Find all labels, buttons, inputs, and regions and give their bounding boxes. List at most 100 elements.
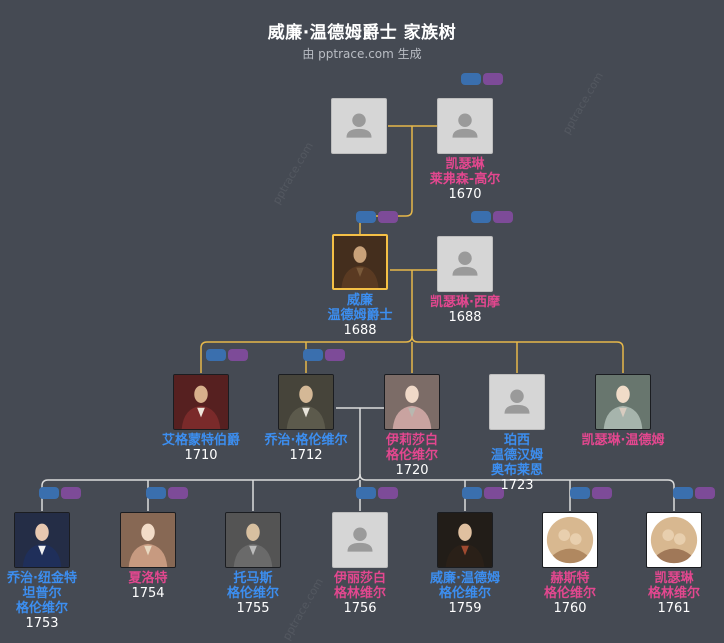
expand-mother-icon[interactable] [493,211,513,223]
person-name[interactable]: 夏洛特 [128,571,168,586]
person-name[interactable]: 威廉 [346,293,373,308]
person-name[interactable]: 格伦维尔 [15,601,68,616]
expand-father-icon[interactable] [356,487,376,499]
person-name[interactable]: 托马斯 [233,571,273,586]
expand-father-icon[interactable] [303,349,323,361]
portrait-photo[interactable] [14,512,70,568]
portrait-photo[interactable] [542,512,598,568]
person-name[interactable]: 伊丽莎白 [333,571,386,586]
expand-toggle[interactable] [39,487,81,499]
avatar-placeholder[interactable] [489,374,545,430]
expand-toggle[interactable] [356,487,398,499]
expand-mother-icon[interactable] [228,349,248,361]
expand-toggle[interactable] [356,211,398,223]
person-name[interactable]: 赫斯特 [550,571,590,586]
person-name[interactable]: 乔治·纽金特 [7,571,77,586]
person-name[interactable]: 奥布莱恩 [490,463,543,478]
avatar-placeholder[interactable] [332,512,388,568]
person-silhouette-icon [332,99,386,153]
person-name[interactable]: 格伦维尔 [438,586,491,601]
expand-toggle[interactable] [570,487,612,499]
expand-toggle[interactable] [303,349,345,361]
expand-father-icon[interactable] [39,487,59,499]
person-name[interactable]: 格伦维尔 [226,586,279,601]
expand-toggle[interactable] [462,487,504,499]
portrait-photo[interactable] [278,374,334,430]
portrait-photo[interactable] [120,512,176,568]
expand-father-icon[interactable] [471,211,491,223]
avatar-placeholder[interactable] [437,236,493,292]
person-name[interactable]: 珀西 [503,433,530,448]
expand-mother-icon[interactable] [325,349,345,361]
birth-year: 1720 [395,463,429,478]
person-name[interactable]: 乔治·格伦维尔 [264,433,348,448]
birth-year: 1688 [343,323,377,338]
birth-year: 1755 [236,601,270,616]
person-silhouette-icon [438,237,492,291]
expand-father-icon[interactable] [206,349,226,361]
expand-toggle[interactable] [673,487,715,499]
person-name[interactable]: 凯瑟琳 [445,157,485,172]
expand-father-icon[interactable] [570,487,590,499]
expand-mother-icon[interactable] [168,487,188,499]
person-name[interactable]: 格伦维尔 [385,448,438,463]
portrait-photo[interactable] [437,512,493,568]
avatar-placeholder[interactable] [331,98,387,154]
expand-father-icon[interactable] [673,487,693,499]
portrait-photo[interactable] [595,374,651,430]
chart-title: 威廉·温德姆爵士 家族树 [267,23,457,43]
expand-toggle[interactable] [461,73,503,85]
expand-father-icon[interactable] [461,73,481,85]
avatar-placeholder[interactable] [437,98,493,154]
expand-mother-icon[interactable] [378,211,398,223]
person-name[interactable]: 格林维尔 [333,586,386,601]
expand-father-icon[interactable] [146,487,166,499]
expand-father-icon[interactable] [462,487,482,499]
expand-toggle[interactable] [206,349,248,361]
portrait-photo[interactable] [332,234,388,290]
portrait-photo[interactable] [646,512,702,568]
portrait-photo[interactable] [384,374,440,430]
expand-mother-icon[interactable] [61,487,81,499]
person-name[interactable]: 威廉·温德姆 [430,571,500,586]
expand-father-icon[interactable] [356,211,376,223]
person-node[interactable]: 凯瑟琳·温德姆 [558,374,688,448]
expand-mother-icon[interactable] [695,487,715,499]
person-node[interactable] [294,98,424,154]
person-name[interactable]: 坦普尔 [22,586,62,601]
person-silhouette-icon [333,513,387,567]
expand-mother-icon[interactable] [483,73,503,85]
person-silhouette-icon [438,99,492,153]
person-name[interactable]: 凯瑟琳·温德姆 [581,433,665,448]
portrait-photo[interactable] [225,512,281,568]
person-name[interactable]: 格林维尔 [647,586,700,601]
person-name[interactable]: 凯瑟琳·西摩 [430,295,500,310]
expand-mother-icon[interactable] [592,487,612,499]
person-name[interactable]: 格伦维尔 [543,586,596,601]
person-name[interactable]: 凯瑟琳 [654,571,694,586]
expand-toggle[interactable] [146,487,188,499]
person-name[interactable]: 艾格蒙特伯爵 [161,433,240,448]
person-name[interactable]: 温德汉姆 [490,448,543,463]
expand-toggle[interactable] [471,211,513,223]
portrait-photo[interactable] [173,374,229,430]
person-name[interactable]: 伊莉莎白 [385,433,438,448]
expand-mother-icon[interactable] [378,487,398,499]
person-name[interactable]: 莱弗森-高尔 [429,172,501,187]
person-name[interactable]: 温德姆爵士 [327,308,393,323]
expand-mother-icon[interactable] [484,487,504,499]
